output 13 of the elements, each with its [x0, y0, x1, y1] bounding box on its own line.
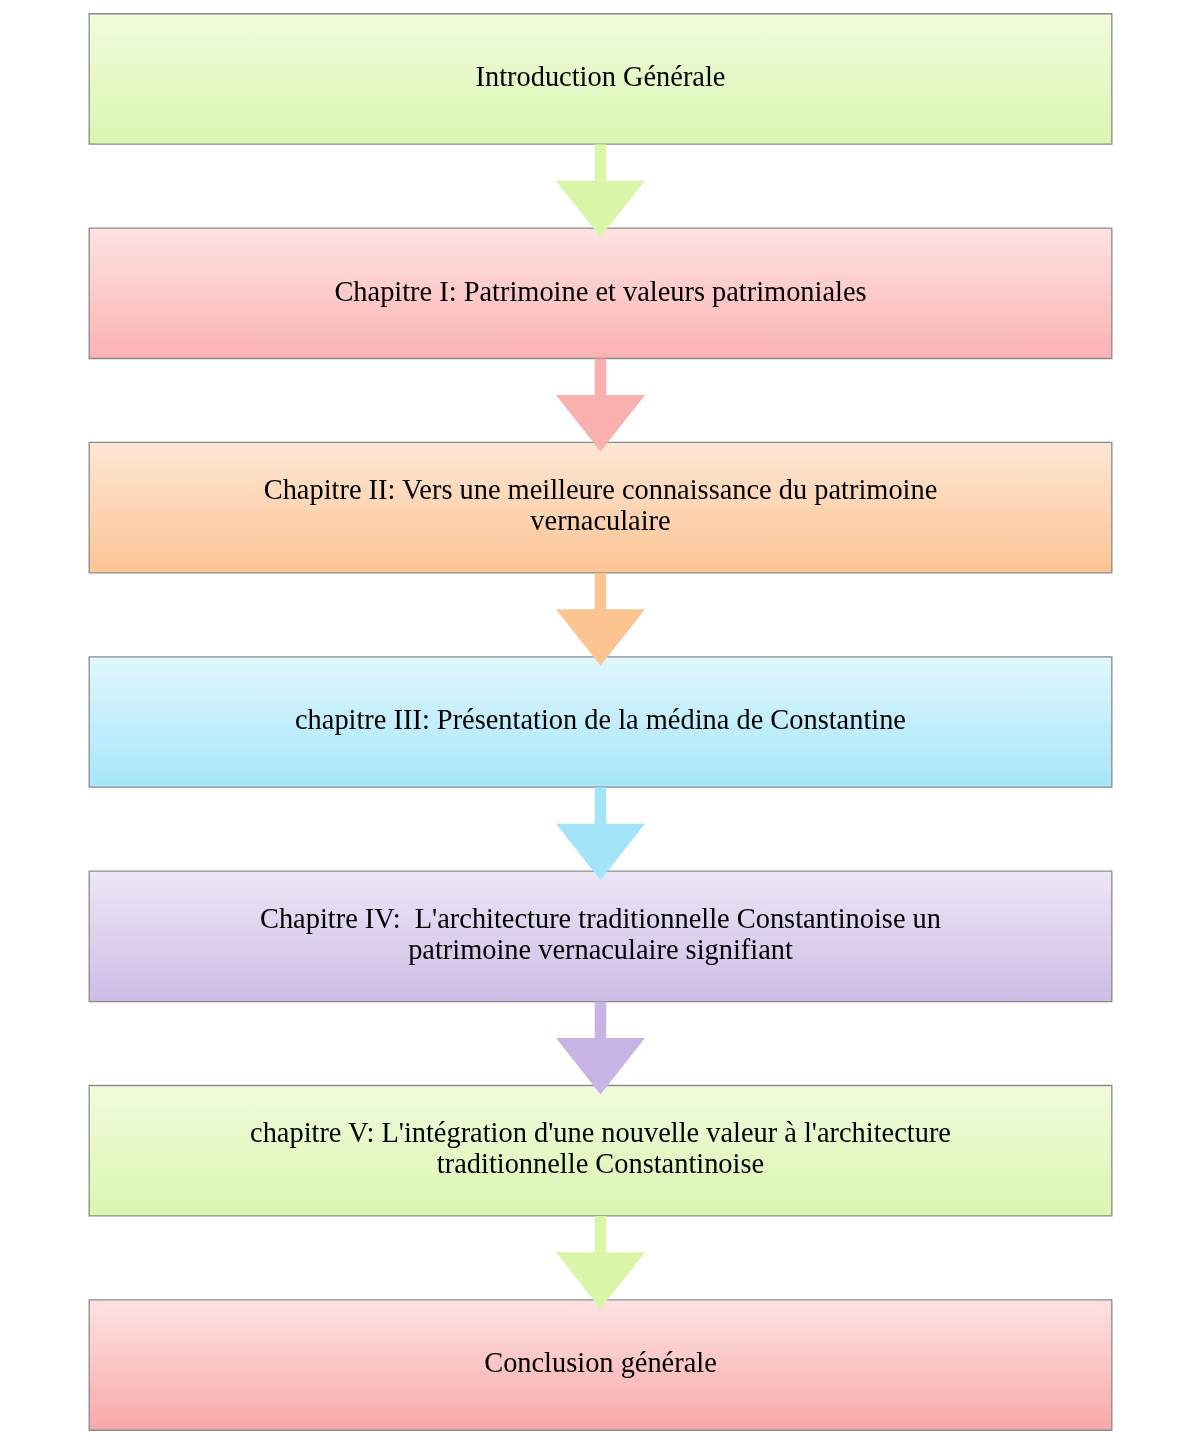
arrow — [555, 573, 645, 666]
node-box: Introduction Générale — [88, 13, 1112, 145]
arrow — [555, 787, 645, 881]
node-box: Chapitre I: Patrimoine et valeurs patrimoniales — [88, 227, 1112, 360]
arrow — [555, 1216, 645, 1309]
arrow — [555, 358, 645, 452]
node-box: Chapitre II: Vers une meilleure connaissance du patrimoine vernaculaire — [88, 441, 1112, 574]
arrow — [555, 1001, 645, 1095]
node-box: chapitre III: Présentation de la médina de Constantine — [88, 656, 1112, 788]
node-box: chapitre V: L'intégration d'une nouvelle valeur à l'architecture traditionnelle Constantinoise — [88, 1084, 1112, 1217]
node-box: Chapitre IV: L'architecture traditionnelle Constantinoise un patrimoine vernaculaire signifiant — [88, 870, 1112, 1003]
node-box: Conclusion générale — [88, 1299, 1112, 1431]
arrow — [555, 144, 645, 238]
